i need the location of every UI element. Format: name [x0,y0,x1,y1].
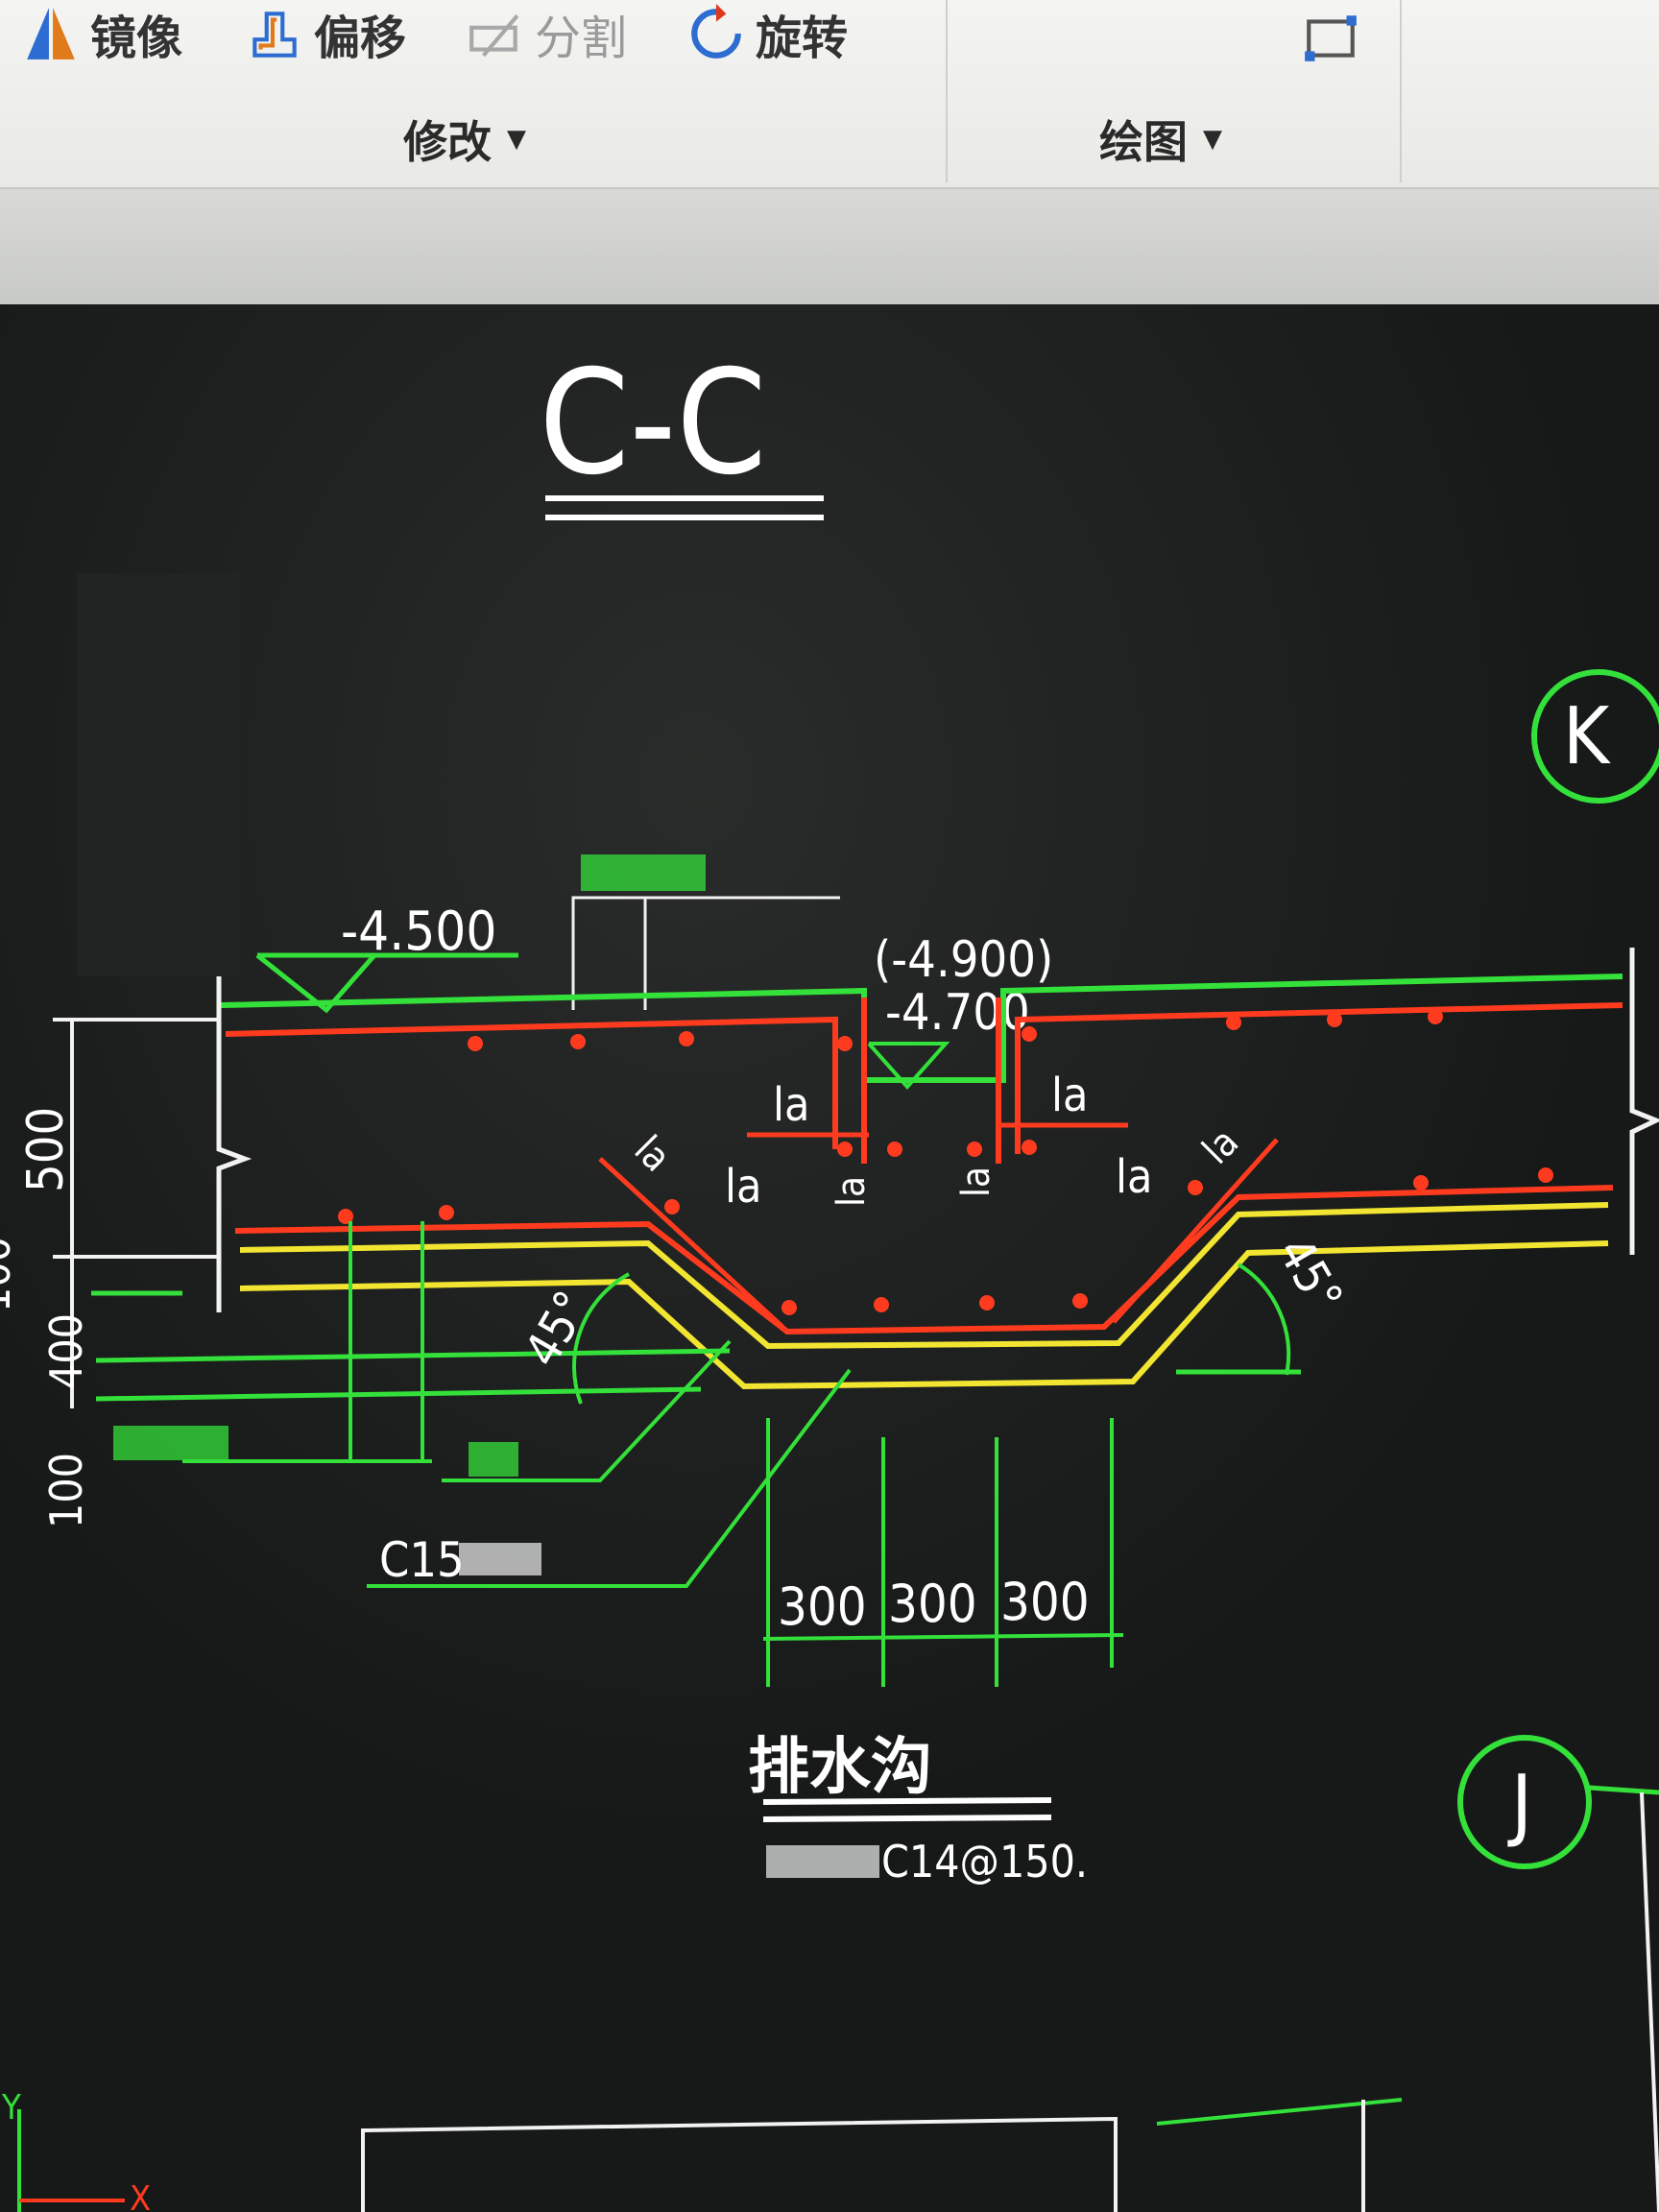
grid-axis-circle-j [1457,1735,1592,1869]
grid-axis-label-j: J [1507,1759,1532,1850]
modify-panel-label: 修改 [403,116,492,168]
note-text-block [113,1426,228,1460]
angle-arc-right [1237,1262,1291,1376]
trench-title-underline [762,1797,1052,1805]
grid-axis-label-k: K [1563,691,1611,782]
dimension-vertical: 500 [17,1107,75,1192]
mirror-label: 镜像 [90,12,183,65]
canvas-background [0,304,1659,2212]
rotate-button[interactable]: 旋转 [686,2,848,65]
cad-drawing: C-C K J -4.500 (-4.900) -4.700 [0,304,1659,2212]
chevron-down-icon: ▼ [1203,125,1222,154]
split-label: 分割 [535,12,628,65]
trench-note: C14@150. [881,1836,1088,1887]
note-text-block [469,1442,518,1477]
anchorage-label: la [773,1078,809,1132]
break-line [1629,948,1659,1255]
note-text-block [581,854,706,891]
svg-text:X: X [130,2179,151,2212]
dimension-line [762,1633,1124,1641]
rebar-dots-bottom [338,1167,1553,1315]
draw-panel-dropdown[interactable]: 绘图 ▼ [1099,108,1222,171]
rebar-top-left [225,1016,838,1149]
rotate-label: 旋转 [756,12,849,65]
grid-axis-line [1588,1785,1659,1795]
panel-separator [1400,0,1402,182]
anchorage-label: la [954,1166,998,1197]
elevation-top-left: -4.500 [341,901,496,963]
grid-axis-circle-k [1531,669,1659,804]
layer-line [95,1348,731,1363]
dimension-vertical: 100 [0,1237,20,1312]
offset-icon [252,12,297,58]
drawing-canvas[interactable]: C-C K J -4.500 (-4.900) -4.700 [0,304,1659,2212]
rebar-slope-right [1112,1138,1279,1324]
dimension-horizontal: 300 [888,1574,977,1634]
split-icon [469,14,519,58]
rebar-top-right [1015,1002,1623,1154]
rotate-icon [691,4,741,59]
trench-title: 排水沟 [748,1732,932,1803]
rectangle-icon [1305,15,1357,61]
layer-line [95,1386,702,1402]
slab-outline [220,974,1623,1083]
angle-arc-left [572,1272,630,1405]
cushion-bottom [239,1240,1609,1390]
break-line [216,976,252,1312]
note-leader [571,896,840,1010]
border-line [1640,1791,1659,2212]
anchorage-label: la [830,1176,874,1207]
draw-panel-label: 绘图 [1099,116,1188,168]
elevation-marker [867,1042,950,1091]
trench-title-underline [762,1815,1052,1822]
elevation-marker [255,952,380,1014]
dimension-horizontal: 300 [778,1576,867,1637]
rebar-slope-left [598,1157,784,1329]
offset-label: 偏移 [314,12,407,65]
cushion-top [239,1202,1609,1350]
note-text-block [766,1845,879,1878]
concrete-label: C15 [379,1532,465,1588]
mirror-button[interactable]: 镜像 [21,2,182,65]
note-leader [442,1339,732,1482]
mirror-icon [27,8,75,60]
file-tab-bar [0,189,1659,304]
dimension-vertical: 100 [40,1453,92,1528]
section-title: C-C [539,340,766,507]
modify-panel-dropdown[interactable]: 修改 ▼ [403,108,526,171]
ribbon-toolbar: 镜像 偏移 分割 旋转 修改 ▼ 绘图 ▼ [0,0,1659,189]
panel-separator [946,0,948,182]
note-text-block [459,1543,541,1575]
split-button[interactable]: 分割 [466,2,627,65]
dimension-horizontal: 300 [1000,1572,1090,1632]
anchorage-label: la [1051,1069,1088,1122]
rebar-bottom [234,1185,1614,1335]
reflection-shape [77,573,240,976]
rectangle-button[interactable] [1301,6,1360,69]
grid-axis-line [1156,2098,1403,2126]
anchorage-label: la [725,1160,761,1214]
svg-text:Y: Y [1,2088,21,2128]
note-leader [367,1368,852,1588]
dimension-vertical: 400 [40,1313,92,1389]
elevation-trench-outer: (-4.900) [874,931,1053,989]
detail-frame [361,2116,1118,2212]
ucs-icon: Y X [1,2088,151,2212]
anchorage-label: la [1116,1150,1152,1204]
chevron-down-icon: ▼ [507,125,526,154]
offset-button[interactable]: 偏移 [245,2,406,65]
rebar-dots-top [468,1009,1443,1157]
